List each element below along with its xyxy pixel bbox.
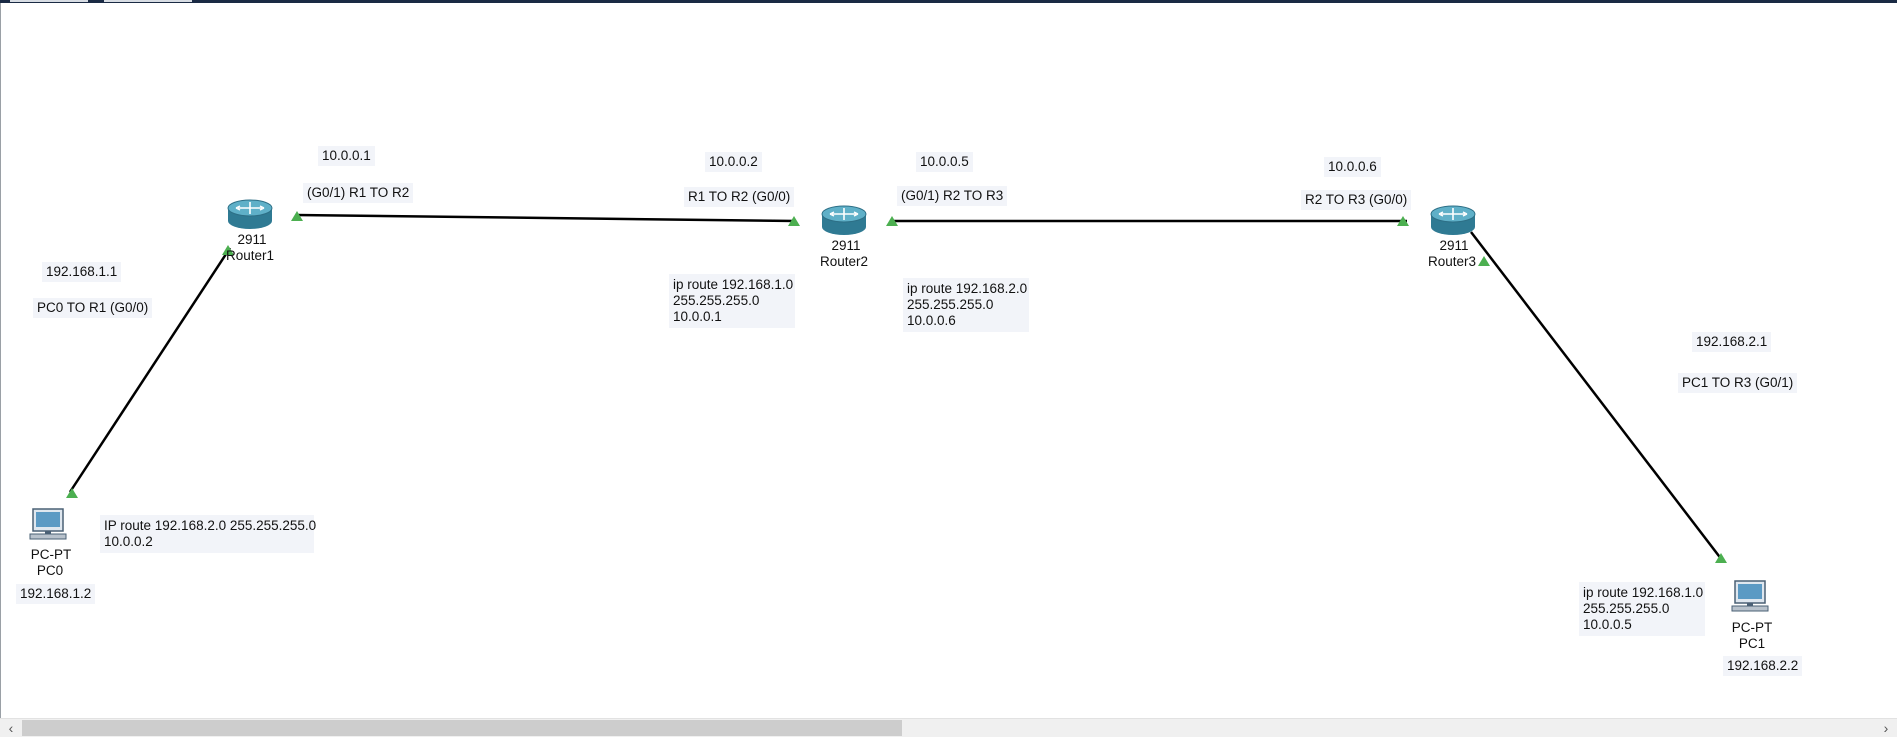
router-icon[interactable] <box>1430 205 1476 235</box>
top-tab-2[interactable] <box>104 0 192 2</box>
port-status-icon <box>222 245 234 255</box>
note-line: IP route 192.168.2.0 255.255.255.0 <box>104 518 317 533</box>
pc1-r3-interface-note[interactable]: PC1 TO R3 (G0/1) <box>1678 373 1798 393</box>
r3-g01-ip-note[interactable]: 192.168.2.1 <box>1692 332 1772 352</box>
r1-g01-interface-note[interactable]: (G0/1) R1 TO R2 <box>303 183 414 203</box>
pc1-name-label: PC1 <box>1738 636 1766 651</box>
port-status-icon <box>788 216 800 226</box>
top-tab-1[interactable] <box>10 0 88 2</box>
port-status-icon <box>886 216 898 226</box>
workspace-left-border <box>0 3 1 718</box>
r2-g01-interface-note[interactable]: (G0/1) R2 TO R3 <box>897 186 1008 206</box>
note-line: 10.0.0.5 <box>1583 617 1632 632</box>
pc0-model-label: PC-PT <box>30 547 72 562</box>
note-line: ip route 192.168.1.0 <box>673 277 794 292</box>
topology-canvas[interactable] <box>0 0 1897 718</box>
port-status-icon <box>1478 256 1490 266</box>
r2-g00-ip-note[interactable]: 10.0.0.2 <box>705 152 762 172</box>
link-pc0-router1[interactable] <box>68 247 232 493</box>
link-router3-pc1[interactable] <box>1470 231 1723 561</box>
note-line: 255.255.255.0 <box>673 293 760 308</box>
port-status-icon <box>66 488 78 498</box>
port-status-icon <box>1397 216 1409 226</box>
router-icon[interactable] <box>227 199 273 229</box>
router3-name-label: Router3 <box>1427 254 1477 269</box>
note-line: 255.255.255.0 <box>1583 601 1670 616</box>
pc-icon[interactable] <box>29 508 67 540</box>
r3-g00-interface-note[interactable]: R2 TO R3 (G0/0) <box>1301 190 1412 210</box>
scroll-right-icon[interactable]: › <box>1883 720 1889 736</box>
router1-model-label: 2911 <box>237 232 267 247</box>
note-line: ip route 192.168.1.0 <box>1583 585 1704 600</box>
pc-icon[interactable] <box>1731 580 1769 612</box>
r2-g00-interface-note[interactable]: R1 TO R2 (G0/0) <box>684 187 795 207</box>
pc1-ip-note[interactable]: 192.168.2.2 <box>1723 656 1803 676</box>
pc0-name-label: PC0 <box>36 563 64 578</box>
router2-route-to-lan2-note[interactable]: ip route 192.168.2.0 255.255.255.0 10.0.… <box>903 278 1029 332</box>
router-icon[interactable] <box>821 205 867 235</box>
pc0-static-route-note[interactable]: IP route 192.168.2.0 255.255.255.0 10.0.… <box>100 515 317 553</box>
window-top-bar <box>0 0 1897 3</box>
pc1-static-route-note[interactable]: ip route 192.168.1.0 255.255.255.0 10.0.… <box>1579 582 1705 636</box>
note-line: 10.0.0.6 <box>907 313 956 328</box>
router3-model-label: 2911 <box>1439 238 1469 253</box>
note-line: 10.0.0.1 <box>673 309 722 324</box>
scroll-left-icon[interactable]: ‹ <box>8 720 14 736</box>
note-line: 255.255.255.0 <box>907 297 994 312</box>
router1-name-label: Router1 <box>225 248 275 263</box>
r1-g01-ip-note[interactable]: 10.0.0.1 <box>318 146 375 166</box>
note-line: ip route 192.168.2.0 <box>907 281 1028 296</box>
port-status-icon <box>291 211 303 221</box>
link-router1-router2[interactable] <box>295 213 797 223</box>
port-status-icon <box>1715 553 1727 563</box>
pc0-ip-note[interactable]: 192.168.1.2 <box>16 584 96 604</box>
r3-g00-ip-note[interactable]: 10.0.0.6 <box>1324 157 1381 177</box>
router2-model-label: 2911 <box>831 238 861 253</box>
horizontal-scrollbar[interactable]: ‹ › <box>0 718 1897 737</box>
note-line: 10.0.0.2 <box>104 534 153 549</box>
scrollbar-thumb[interactable] <box>22 720 902 736</box>
r1-g00-ip-note[interactable]: 192.168.1.1 <box>42 262 122 282</box>
r2-g01-ip-note[interactable]: 10.0.0.5 <box>916 152 973 172</box>
router2-route-to-lan1-note[interactable]: ip route 192.168.1.0 255.255.255.0 10.0.… <box>669 274 795 328</box>
router2-name-label: Router2 <box>819 254 869 269</box>
pc1-model-label: PC-PT <box>1731 620 1773 635</box>
pc0-r1-interface-note[interactable]: PC0 TO R1 (G0/0) <box>33 298 153 318</box>
